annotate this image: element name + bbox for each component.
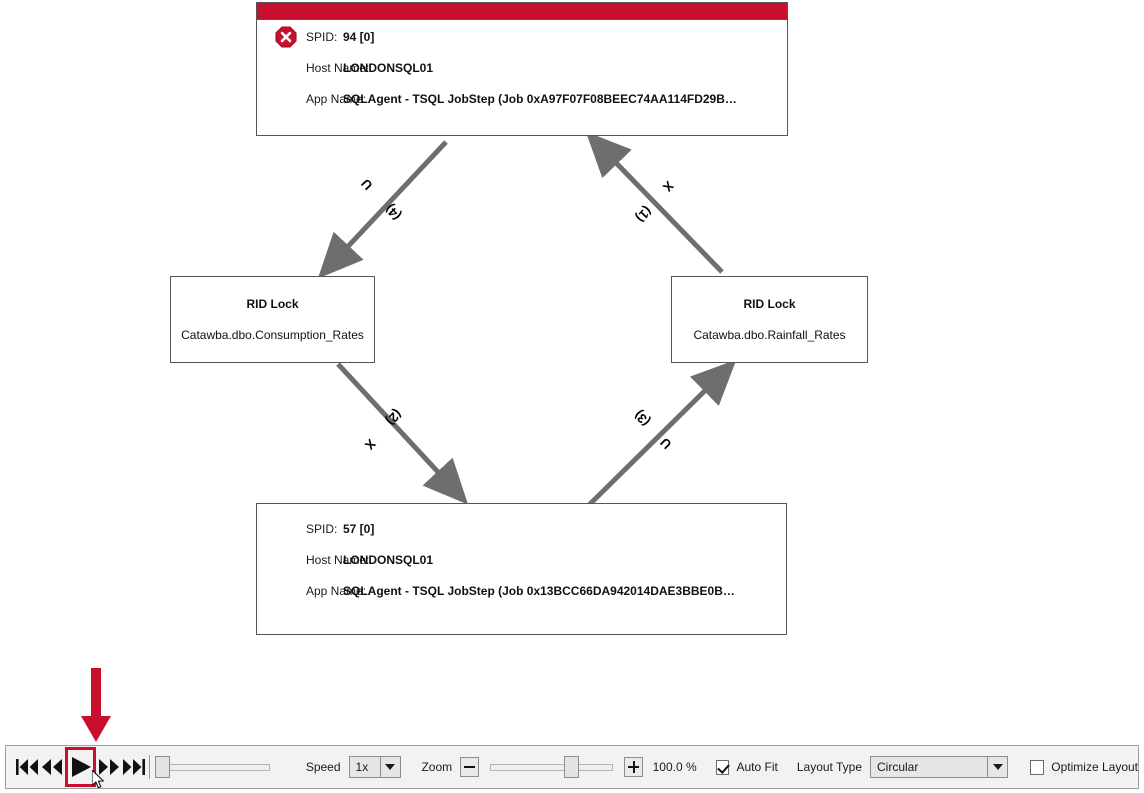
session-row-label: App Name:	[306, 584, 367, 598]
session-row-label: Host Name:	[306, 553, 370, 567]
session-node-body: SPID: 57 [0] Host Name: LONDONSQL01 App …	[257, 504, 786, 634]
resource-node-subtitle: Catawba.dbo.Rainfall_Rates	[693, 328, 846, 342]
play-button[interactable]	[65, 747, 96, 787]
session-node-header-bar	[257, 3, 787, 20]
deadlock-graph-canvas[interactable]: SPID: 94 [0] Host Name: LONDONSQL01 App …	[0, 0, 1144, 740]
play-icon	[71, 757, 91, 777]
skip-to-start-button[interactable]	[15, 752, 40, 782]
edge-line-1	[585, 131, 724, 274]
session-row-spid: SPID: 57 [0]	[257, 522, 786, 553]
session-row-value: LONDONSQL01	[343, 553, 434, 567]
session-node-body: SPID: 94 [0] Host Name: LONDONSQL01 App …	[257, 20, 787, 134]
playback-slider-track	[154, 763, 271, 771]
chevron-down-icon[interactable]	[379, 757, 400, 777]
session-row-label: App Name:	[306, 92, 367, 106]
resource-node-rainfall-rates[interactable]: RID Lock Catawba.dbo.Rainfall_Rates	[671, 276, 868, 363]
playback-slider[interactable]	[154, 756, 271, 778]
zoom-in-button[interactable]	[624, 757, 643, 777]
layout-type-select[interactable]: Circular	[870, 756, 1009, 778]
fast-forward-button[interactable]	[97, 752, 122, 782]
rewind-icon	[41, 759, 62, 775]
session-row-value: SQLAgent - TSQL JobStep (Job 0xA97F07F08…	[343, 92, 737, 106]
skip-to-end-button[interactable]	[121, 752, 146, 782]
chevron-down-icon[interactable]	[987, 757, 1008, 777]
session-row-host-name: Host Name: LONDONSQL01	[257, 553, 786, 584]
session-row-value: SQLAgent - TSQL JobStep (Job 0x13BCC66DA…	[343, 584, 735, 598]
session-row-spid: SPID: 94 [0]	[257, 30, 787, 61]
zoom-slider-track	[489, 763, 614, 771]
speed-select[interactable]: 1x	[348, 756, 401, 778]
edge-label-order-1: (1)	[633, 203, 655, 226]
session-row-host-name: Host Name: LONDONSQL01	[257, 61, 787, 92]
resource-node-subtitle: Catawba.dbo.Consumption_Rates	[181, 328, 364, 342]
session-row-value: 57 [0]	[343, 522, 375, 536]
edge-line-2	[336, 362, 469, 505]
edge-label-order-4: (4)	[382, 201, 404, 224]
session-node-94[interactable]: SPID: 94 [0] Host Name: LONDONSQL01 App …	[256, 2, 788, 136]
session-row-value: LONDONSQL01	[343, 61, 434, 75]
auto-fit-label: Auto Fit	[736, 760, 778, 774]
zoom-slider[interactable]	[489, 756, 614, 778]
optimize-layout-checkbox[interactable]	[1030, 759, 1045, 775]
zoom-out-button[interactable]	[460, 757, 479, 777]
session-row-app-name: App Name: SQLAgent - TSQL JobStep (Job 0…	[257, 92, 787, 123]
session-node-57[interactable]: SPID: 57 [0] Host Name: LONDONSQL01 App …	[256, 503, 787, 635]
session-row-label: SPID:	[306, 30, 338, 44]
skip-back-icon	[16, 759, 39, 775]
annotation-arrow-icon	[81, 668, 111, 742]
playback-slider-thumb[interactable]	[154, 756, 170, 778]
speed-label: Speed	[305, 760, 341, 774]
edge-label-mode-3: U	[657, 434, 675, 453]
optimize-layout-label: Optimize Layout	[1051, 760, 1139, 774]
edge-line-4	[317, 140, 448, 279]
playback-toolbar: Speed 1x Zoom 100.0 % Auto Fit Layout Ty…	[5, 745, 1139, 789]
layout-type-select-value: Circular	[877, 760, 919, 774]
toolbar-divider	[148, 755, 150, 779]
zoom-value: 100.0 %	[652, 760, 697, 774]
edge-label-mode-2: X	[361, 436, 379, 453]
edge-label-mode-1: X	[659, 178, 677, 195]
error-stop-icon	[275, 26, 297, 48]
resource-node-title: RID Lock	[743, 297, 796, 311]
layout-type-label: Layout Type	[796, 760, 863, 774]
resource-node-title: RID Lock	[246, 297, 299, 311]
resource-node-consumption-rates[interactable]: RID Lock Catawba.dbo.Consumption_Rates	[170, 276, 375, 363]
edge-label-order-3: (3)	[631, 407, 653, 430]
auto-fit-checkbox[interactable]	[715, 759, 730, 775]
edge-label-mode-4: U	[358, 175, 376, 194]
session-row-label: Host Name:	[306, 61, 370, 75]
speed-select-value: 1x	[355, 760, 369, 774]
edge-label-order-2: (2)	[383, 406, 405, 429]
zoom-label: Zoom	[421, 760, 453, 774]
step-back-button[interactable]	[40, 752, 65, 782]
zoom-slider-thumb[interactable]	[563, 756, 579, 778]
edge-line-3	[586, 359, 737, 508]
session-row-value: 94 [0]	[343, 30, 375, 44]
fast-forward-icon	[99, 759, 120, 775]
session-row-app-name: App Name: SQLAgent - TSQL JobStep (Job 0…	[257, 584, 786, 615]
skip-forward-icon	[122, 759, 145, 775]
session-row-label: SPID:	[306, 522, 338, 536]
